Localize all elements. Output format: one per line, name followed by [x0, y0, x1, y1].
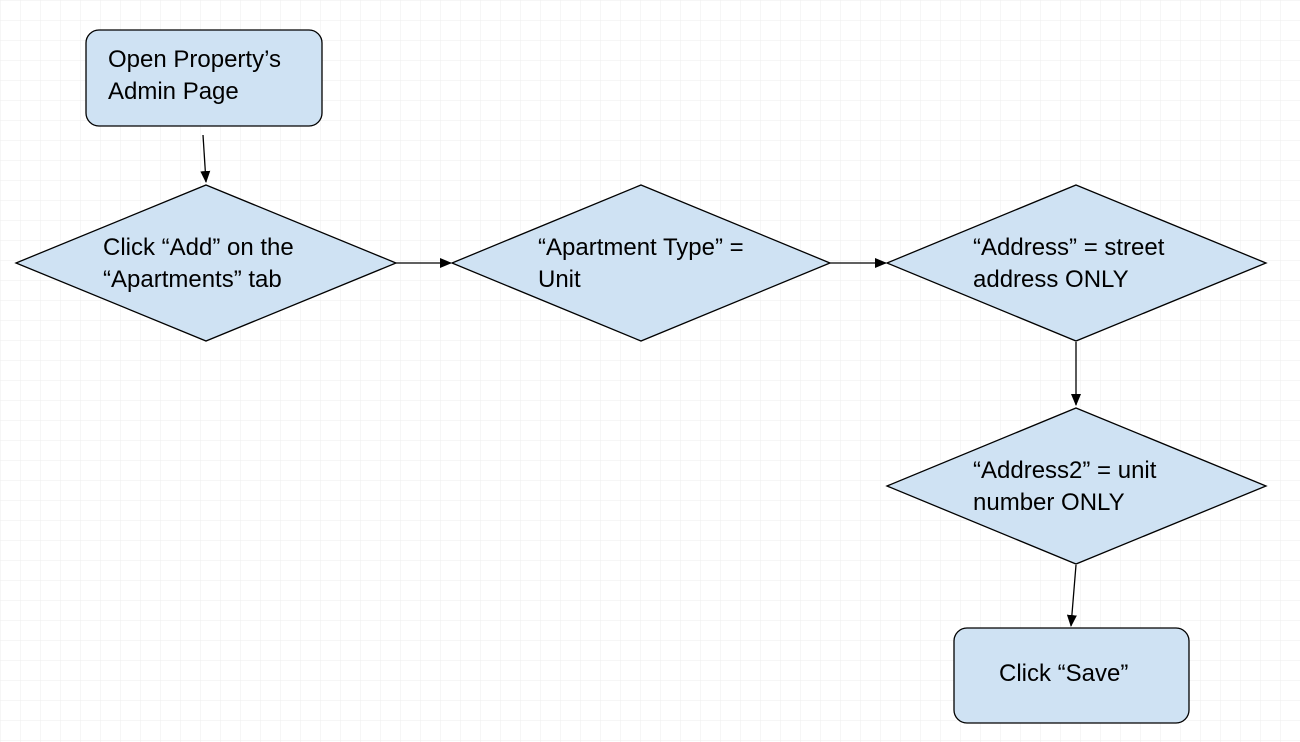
- node-open-admin-shape: [85, 29, 323, 127]
- node-click-add-shape: [14, 184, 398, 342]
- node-apt-type-shape: [450, 184, 832, 342]
- node-address2-line-1: “Address2” = unit: [973, 457, 1157, 484]
- node-click-add-line-2: “Apartments” tab: [103, 266, 282, 293]
- node-apt-type[interactable]: “Apartment Type” = Unit: [450, 184, 832, 342]
- node-address2-shape: [885, 407, 1268, 565]
- node-open-admin-line-2: Admin Page: [108, 78, 239, 105]
- node-click-save-shape: [953, 627, 1190, 724]
- node-apt-type-label: “Apartment Type” = Unit: [538, 234, 750, 293]
- node-address2-label: “Address2” = unit number ONLY: [973, 457, 1163, 516]
- node-click-add-line-1: Click “Add” on the: [103, 234, 294, 261]
- edges: [200, 134, 1081, 627]
- node-apt-type-line-2: Unit: [538, 266, 581, 293]
- node-click-add[interactable]: Click “Add” on the “Apartments” tab: [14, 184, 398, 342]
- node-address-label: “Address” = street address ONLY: [973, 234, 1171, 293]
- node-click-save-line-1: Click “Save”: [999, 660, 1128, 687]
- node-address-shape: [885, 184, 1268, 342]
- node-open-admin-label: Open Property’s Admin Page: [108, 46, 288, 105]
- node-address-line-1: “Address” = street: [973, 234, 1165, 261]
- node-open-admin[interactable]: Open Property’s Admin Page: [85, 29, 323, 127]
- node-address-line-2: address ONLY: [973, 266, 1129, 293]
- node-address[interactable]: “Address” = street address ONLY: [885, 184, 1268, 342]
- node-open-admin-line-1: Open Property’s: [108, 46, 281, 73]
- edge-address2-to-click-save: [1066, 564, 1077, 627]
- node-click-add-label: Click “Add” on the “Apartments” tab: [103, 234, 300, 293]
- node-click-save-label: Click “Save”: [999, 660, 1128, 687]
- node-apt-type-line-1: “Apartment Type” =: [538, 234, 744, 261]
- node-address2[interactable]: “Address2” = unit number ONLY: [885, 407, 1268, 565]
- edge-open-admin-to-click-add: [200, 134, 211, 183]
- node-click-save[interactable]: Click “Save”: [953, 627, 1190, 724]
- node-address2-line-2: number ONLY: [973, 489, 1125, 516]
